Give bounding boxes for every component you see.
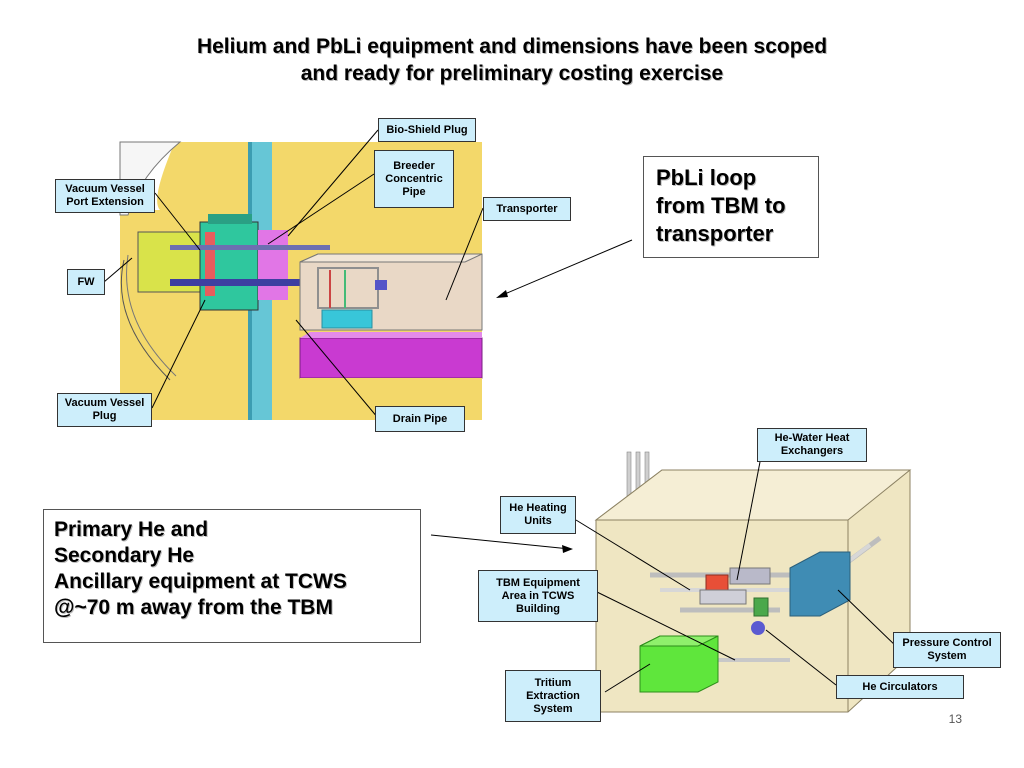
- callout-line: Ancillary equipment at TCWS: [54, 570, 347, 593]
- callout-line: PbLi loop: [656, 165, 757, 190]
- top-leader-lines: [103, 129, 633, 419]
- label-text: Building: [516, 602, 560, 615]
- label-text: Pipe: [402, 185, 426, 198]
- label-text: Breeder: [393, 159, 435, 172]
- label-text: Units: [524, 515, 552, 527]
- slide-title: Helium and PbLi equipment and dimensions…: [0, 33, 1024, 87]
- label-text: Transporter: [496, 202, 558, 215]
- bottom-leader-lines: [430, 461, 901, 693]
- tcws-building-figure: [594, 451, 912, 713]
- label-text: Vacuum Vessel: [65, 183, 145, 195]
- label-drain-pipe: Drain Pipe: [375, 406, 465, 432]
- label-text: Tritium: [534, 676, 572, 689]
- callout-line: Primary He and: [54, 518, 209, 541]
- label-text: Port Extension: [66, 196, 144, 208]
- title-line-2: and ready for preliminary costing exerci…: [300, 62, 724, 85]
- pbli-arrow-head: [496, 290, 508, 298]
- label-text: System: [533, 702, 573, 715]
- callout-line: Secondary He: [54, 544, 195, 567]
- callout-line: transporter: [656, 221, 774, 246]
- label-he-circulators: He Circulators: [836, 675, 964, 699]
- pbli-loop-callout: PbLi loop from TBM to transporter: [643, 156, 819, 258]
- label-text: He Circulators: [862, 680, 938, 693]
- label-bio-shield-plug: Bio-Shield Plug: [378, 118, 476, 142]
- callout-line: @~70 m away from the TBM: [54, 596, 333, 619]
- label-text: Concentric: [385, 172, 443, 185]
- label-tbm-equipment-area: TBM Equipment Area in TCWS Building: [478, 570, 598, 622]
- label-text: FW: [77, 275, 95, 288]
- label-text: He Heating: [509, 502, 567, 514]
- title-line-1: Helium and PbLi equipment and dimensions…: [196, 35, 828, 58]
- label-text: Vacuum Vessel: [64, 397, 145, 409]
- label-he-heating-units: He Heating Units: [500, 496, 576, 534]
- label-text: Extraction: [526, 689, 580, 702]
- label-text: Drain Pipe: [392, 412, 448, 425]
- label-text: He-Water Heat: [774, 432, 850, 444]
- label-tritium-extraction-system: Tritium Extraction System: [505, 670, 601, 722]
- label-text: Pressure Control: [902, 637, 992, 649]
- label-text: TBM Equipment: [496, 576, 580, 589]
- label-vacuum-vessel-plug: Vacuum Vessel Plug: [57, 393, 152, 427]
- label-text: Exchangers: [780, 445, 844, 457]
- label-pressure-control-system: Pressure Control System: [893, 632, 1001, 668]
- label-breeder-concentric-pipe: Breeder Concentric Pipe: [374, 150, 454, 208]
- callout-line: from TBM to: [656, 193, 786, 218]
- label-text: Plug: [92, 410, 117, 422]
- label-he-water-heat-exchangers: He-Water Heat Exchangers: [757, 428, 867, 462]
- he-ancillary-callout: Primary He and Secondary He Ancillary eq…: [43, 509, 421, 643]
- label-fw: FW: [67, 269, 105, 295]
- label-text: Bio-Shield Plug: [386, 123, 468, 136]
- label-text: Area in TCWS: [501, 589, 575, 602]
- page-number: 13: [948, 712, 962, 726]
- label-text: System: [927, 650, 967, 662]
- he-arrow-head: [562, 545, 573, 553]
- label-transporter: Transporter: [483, 197, 571, 221]
- label-vacuum-vessel-port-extension: Vacuum Vessel Port Extension: [55, 179, 155, 213]
